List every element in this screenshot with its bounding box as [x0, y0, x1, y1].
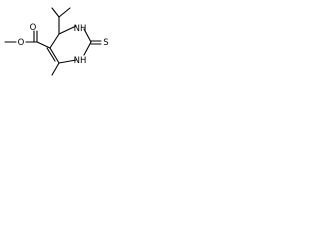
- ring-nh-top-label: NH: [74, 24, 87, 34]
- bond-isopropyl-left-methyl: [51, 7, 60, 18]
- bond-c6-methyl: [51, 62, 60, 76]
- bond-c4-n3: [58, 25, 77, 35]
- bond-n3-c2: [83, 28, 92, 43]
- ester-carbonyl-oxygen-label: O: [30, 23, 37, 33]
- bond-isopropyl-right-methyl: [58, 7, 71, 18]
- bond-c5-c4: [49, 33, 60, 49]
- ring-nh-bottom-label: NH: [74, 56, 87, 66]
- bond-c6-c5-single: [49, 47, 60, 64]
- bond-c5-carbonyl-carbon: [36, 41, 51, 49]
- bond-c6-c5-double: [46, 47, 56, 62]
- bond-n1-c6: [58, 59, 77, 64]
- thione-sulfur-label: S: [103, 38, 108, 48]
- chemical-structure-diagram: O O NH NH S: [4, 7, 109, 76]
- ester-ether-oxygen-label: O: [18, 38, 25, 48]
- bond-c2-n1: [83, 41, 92, 56]
